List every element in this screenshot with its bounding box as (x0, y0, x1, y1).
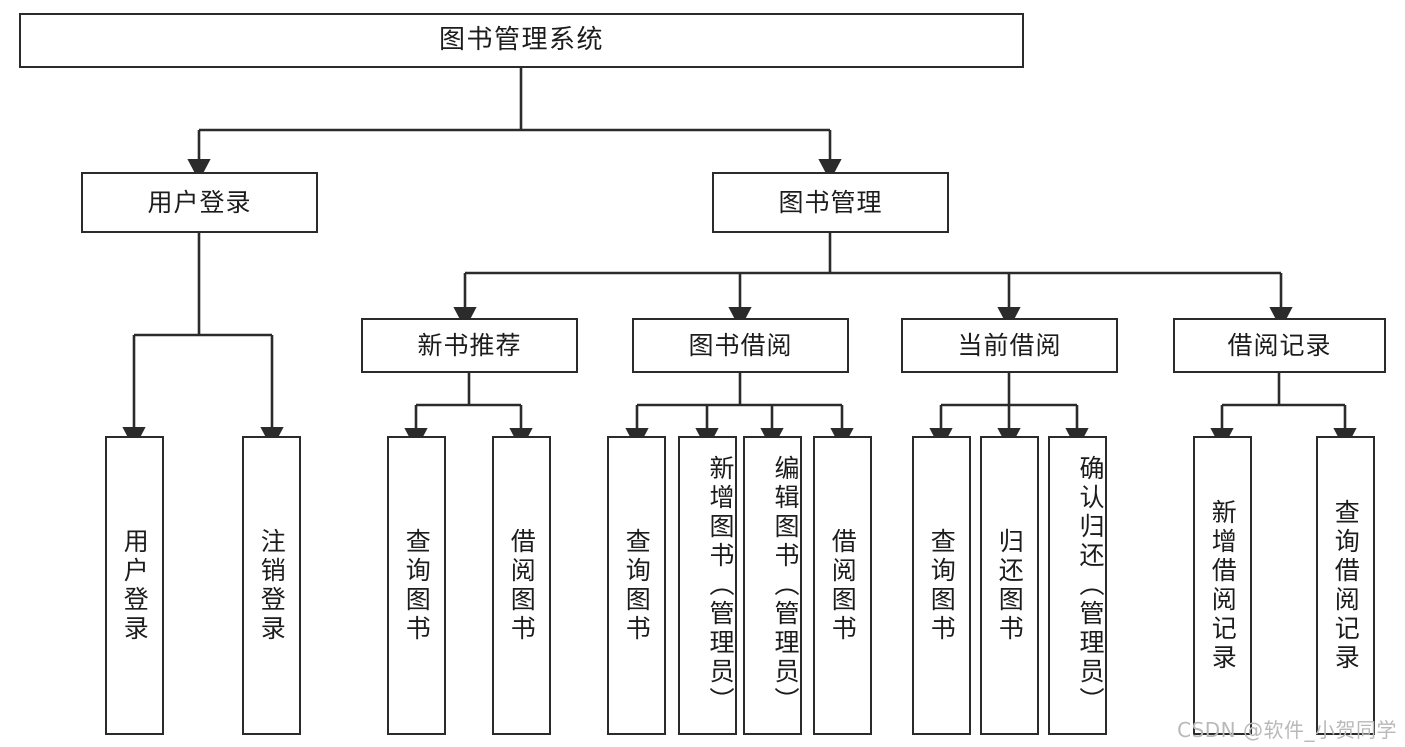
node-current-borrow[interactable]: 当前借阅 (901, 318, 1118, 373)
leaf-current-return-book[interactable]: 归还图书 (980, 436, 1039, 735)
leaf-user-login-logout[interactable]: 注销登录 (242, 436, 301, 735)
leaf-borrow-query-book[interactable]: 查询图书 (607, 436, 666, 735)
leaf-current-query-book[interactable]: 查询图书 (912, 436, 971, 735)
leaf-borrow-add-book-admin[interactable]: 新增图书（管理员） (678, 436, 737, 735)
leaf-borrow-borrow-book[interactable]: 借阅图书 (813, 436, 872, 735)
leaf-borrow-edit-book-admin[interactable]: 编辑图书（管理员） (743, 436, 802, 735)
node-book-management[interactable]: 图书管理 (712, 172, 949, 233)
node-book-borrow[interactable]: 图书借阅 (632, 318, 849, 373)
node-user-login[interactable]: 用户登录 (81, 172, 318, 233)
node-new-book-recommend[interactable]: 新书推荐 (361, 318, 578, 373)
node-borrow-records[interactable]: 借阅记录 (1173, 318, 1386, 373)
csdn-watermark: CSDN @软件_小贺同学 (1177, 718, 1397, 742)
leaf-new-book-borrow[interactable]: 借阅图书 (492, 436, 551, 735)
leaf-records-add-record[interactable]: 新增借阅记录 (1193, 436, 1252, 735)
leaf-current-confirm-return-admin[interactable]: 确认归还（管理员） (1048, 436, 1107, 735)
node-root-system[interactable]: 图书管理系统 (19, 13, 1024, 68)
leaf-user-login-login[interactable]: 用户登录 (105, 436, 164, 735)
leaf-new-book-query[interactable]: 查询图书 (387, 436, 446, 735)
leaf-records-query-record[interactable]: 查询借阅记录 (1316, 436, 1375, 735)
